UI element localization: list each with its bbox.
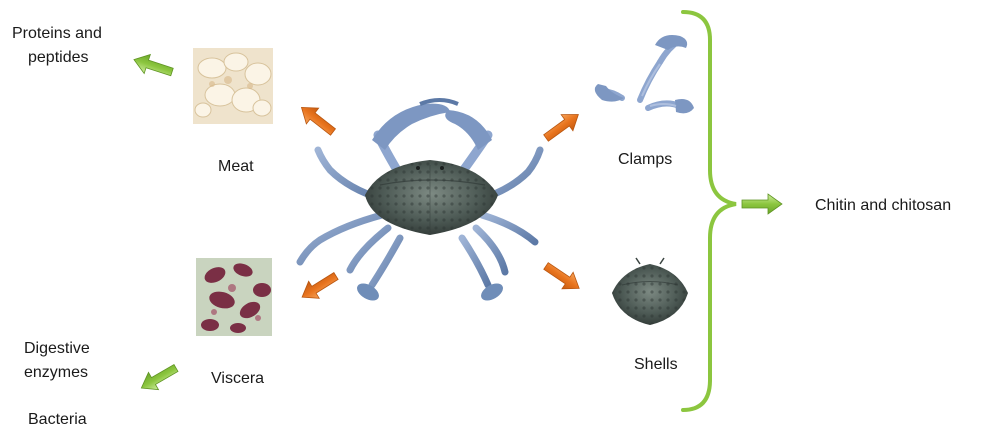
label-digestive-line1: Digestive bbox=[24, 339, 90, 359]
arrow-to-clamps bbox=[540, 106, 584, 146]
label-proteins-line1: Proteins and bbox=[12, 24, 102, 44]
arrow-to-meat bbox=[295, 99, 339, 139]
arrow-to-proteins bbox=[131, 50, 175, 81]
label-digestive-line2: enzymes bbox=[24, 363, 88, 383]
label-meat: Meat bbox=[218, 157, 254, 177]
arrow-to-enzymes bbox=[136, 359, 181, 396]
label-clamps: Clamps bbox=[618, 150, 672, 170]
arrow-to-chitin bbox=[742, 194, 782, 214]
arrow-to-viscera bbox=[297, 268, 342, 306]
label-chitin: Chitin and chitosan bbox=[815, 196, 951, 216]
label-viscera: Viscera bbox=[211, 369, 264, 389]
shells-image bbox=[612, 258, 688, 325]
clamps-image bbox=[595, 35, 694, 113]
arrow-to-shells bbox=[540, 258, 584, 297]
label-bacteria: Bacteria bbox=[28, 410, 87, 430]
green-brace bbox=[683, 12, 736, 410]
label-shells: Shells bbox=[634, 355, 678, 375]
meat-image bbox=[193, 48, 273, 124]
crab-image bbox=[300, 100, 540, 304]
viscera-image bbox=[196, 258, 272, 336]
label-proteins-line2: peptides bbox=[28, 48, 89, 68]
